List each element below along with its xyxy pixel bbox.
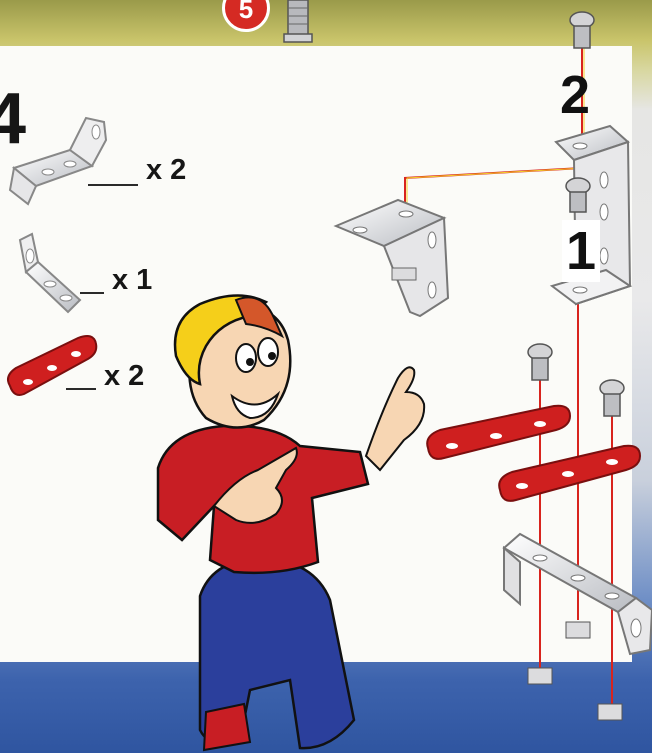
step-number: 4 <box>0 78 26 160</box>
screw-icon <box>284 0 312 42</box>
nut-icon <box>528 622 622 720</box>
quantity-underline <box>80 292 104 294</box>
red-strip-icon <box>8 336 96 395</box>
screw-icon <box>528 344 552 380</box>
screw-icon <box>570 12 594 48</box>
assembly-callout-2: 2 <box>560 64 590 126</box>
screw-icon <box>566 178 590 212</box>
assembly-callout-1: 1 <box>562 220 600 282</box>
quantity-underline <box>66 388 96 390</box>
angle-bracket-small-icon <box>20 234 80 312</box>
quantity-label-bracket-small: x 1 <box>112 264 152 297</box>
screw-icon <box>600 380 624 416</box>
quantity-underline <box>88 184 138 186</box>
red-strip-assembled <box>427 406 570 459</box>
boy-mascot <box>158 295 424 750</box>
assembly-guide-lines <box>405 30 612 705</box>
angle-bracket-small-assembled <box>336 200 448 316</box>
quantity-label-bracket-wide: x 2 <box>146 154 186 187</box>
red-strip-assembled <box>499 446 640 501</box>
quantity-label-red-strip: x 2 <box>104 360 144 393</box>
